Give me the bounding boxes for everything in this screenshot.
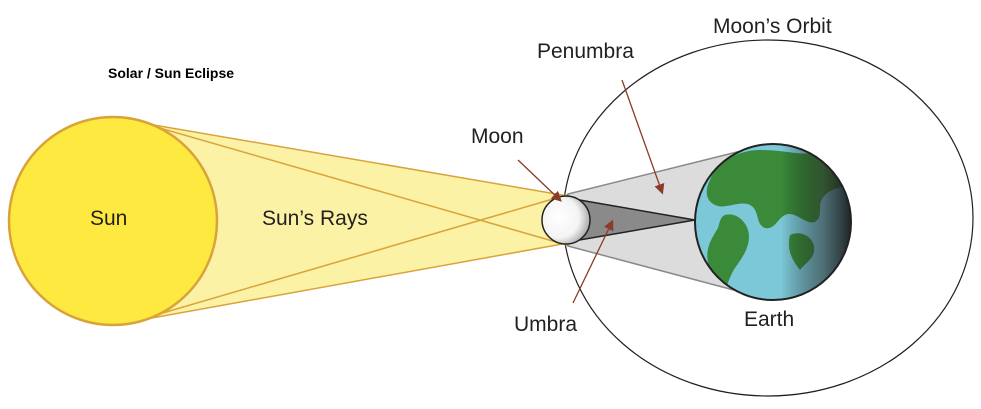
earth-land (695, 144, 851, 300)
ray-line-2 (124, 193, 571, 325)
moon-label: Moon (471, 125, 524, 148)
sun (7, 115, 219, 327)
ray-line-1 (124, 117, 571, 247)
moon (541, 195, 591, 245)
umbra-label: Umbra (514, 313, 578, 336)
earth (694, 143, 852, 301)
moon-arrow (517, 159, 562, 202)
diagram-title: Solar / Sun Eclipse (108, 65, 235, 81)
umbra-arrow (572, 219, 614, 304)
suns-rays-label: Sun’s Rays (262, 207, 368, 230)
moons-orbit-label: Moon’s Orbit (713, 15, 832, 38)
earth-label: Earth (744, 308, 795, 331)
sun-label: Sun (90, 207, 128, 230)
penumbra-arrow (621, 79, 665, 195)
penumbra-label: Penumbra (537, 40, 634, 63)
